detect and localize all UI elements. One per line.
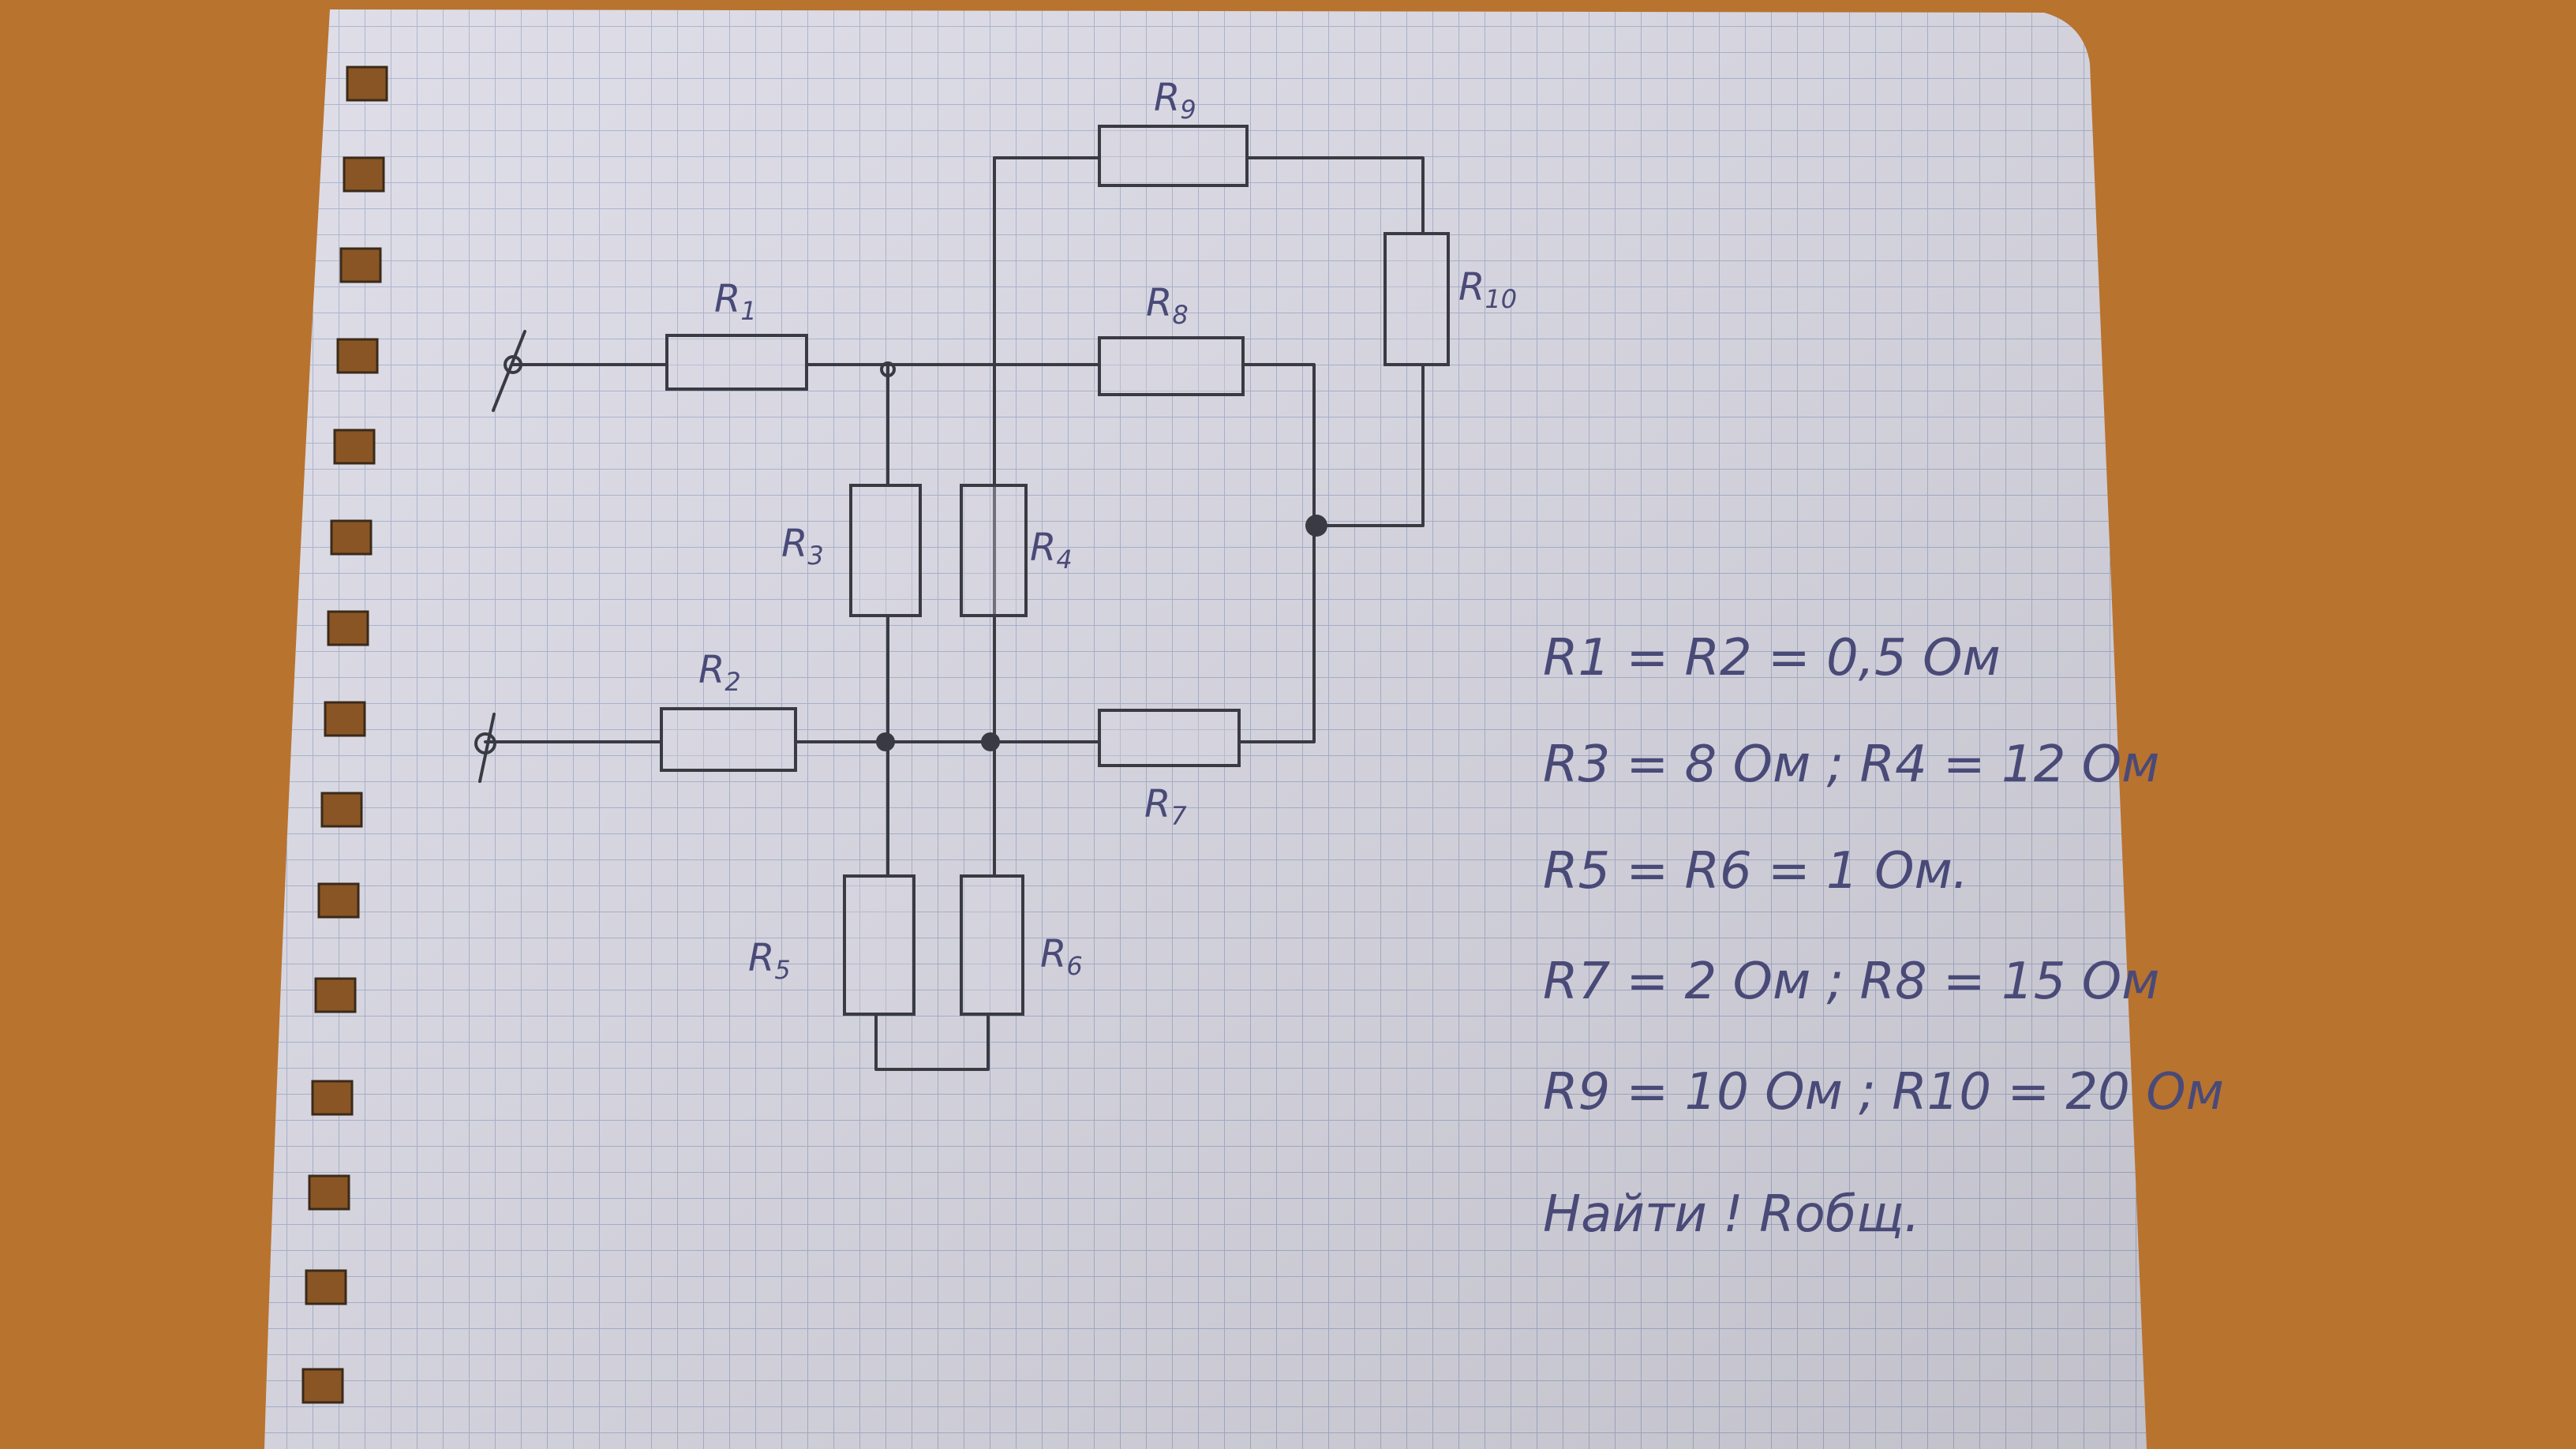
junction-r4-r6 xyxy=(981,732,1000,751)
label-r9: R9 xyxy=(1154,76,1196,125)
label-r5: R5 xyxy=(748,936,791,985)
junction-r1-r3 xyxy=(880,361,896,377)
resistance-values: R1 = R2 = 0,5 Ом R3 = 8 Ом ; R4 = 12 Ом … xyxy=(1543,629,2224,1244)
note-line-5: R9 = 10 Ом ; R10 = 20 Ом xyxy=(1543,1063,2224,1121)
resistor-labels: R1 R2 R3 R4 R5 R6 R7 R8 R9 R10 xyxy=(698,76,1517,985)
resistor-r8 xyxy=(1098,336,1245,396)
resistor-r7 xyxy=(1098,709,1241,767)
junction-right xyxy=(1305,515,1327,537)
notebook-sheet xyxy=(264,9,2147,1449)
note-line-3: R5 = R6 = 1 Ом. xyxy=(1543,842,1968,900)
label-r8: R8 xyxy=(1146,281,1189,330)
label-r2: R2 xyxy=(698,648,741,697)
resistor-r3 xyxy=(849,484,922,617)
label-r4: R4 xyxy=(1030,526,1073,575)
resistor-r6 xyxy=(960,874,1024,1016)
resistor-r9 xyxy=(1098,125,1249,187)
label-r7: R7 xyxy=(1144,782,1187,831)
input-terminal-top xyxy=(492,330,526,412)
resistors xyxy=(660,125,1450,1016)
junctions xyxy=(876,361,1327,751)
note-line-4: R7 = 2 Ом ; R8 = 15 Ом xyxy=(1543,953,2159,1011)
note-line-1: R1 = R2 = 0,5 Ом xyxy=(1543,629,2001,687)
binder-holes xyxy=(301,66,388,1404)
resistor-r10 xyxy=(1383,232,1450,366)
resistor-r5 xyxy=(843,874,915,1016)
label-r10: R10 xyxy=(1458,265,1517,314)
resistor-r2 xyxy=(660,707,797,772)
input-terminal-bottom xyxy=(474,713,496,783)
resistor-r1 xyxy=(665,334,808,391)
label-r6: R6 xyxy=(1040,932,1083,981)
label-r3: R3 xyxy=(781,522,824,571)
note-line-6: Найти ! Rобщ. xyxy=(1543,1185,1920,1244)
resistor-r4 xyxy=(960,484,1028,617)
note-line-2: R3 = 8 Ом ; R4 = 12 Ом xyxy=(1543,736,2159,794)
junction-r2-r5 xyxy=(876,732,895,751)
label-r1: R1 xyxy=(714,277,757,326)
